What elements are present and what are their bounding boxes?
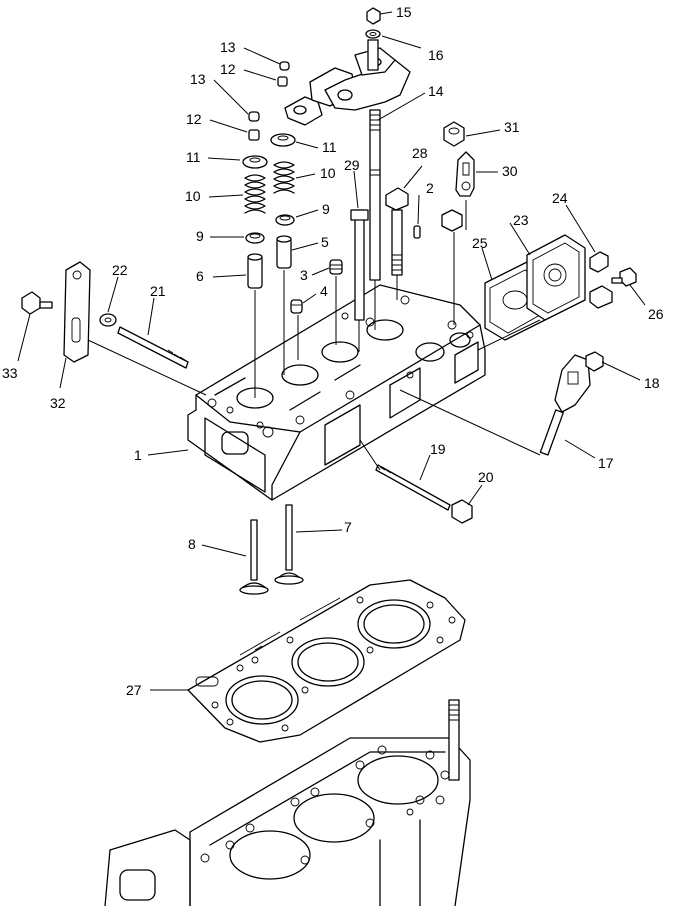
callout-1: 1: [134, 447, 142, 463]
exhaust-valve: [239, 519, 269, 595]
bolt-26: [611, 267, 637, 287]
callout-25: 25: [472, 235, 488, 251]
callout-3: 3: [300, 267, 308, 283]
bolt-19: [375, 464, 451, 511]
valve-stem-seal: [329, 259, 343, 275]
callout-23: 23: [513, 212, 529, 228]
callout-5: 5: [321, 234, 329, 250]
dowel-pin: [413, 225, 421, 239]
callout-21: 21: [150, 283, 166, 299]
spring-retainer-2: [270, 133, 296, 147]
outlet-cover: [526, 234, 586, 321]
nut-2b: [441, 209, 463, 232]
plate-26: [589, 285, 613, 309]
callout-28: 28: [412, 145, 428, 161]
callout-10-right: 10: [320, 165, 336, 181]
spring-retainer: [242, 155, 268, 169]
stud-29: [350, 209, 369, 321]
nozzle-holder: [539, 354, 591, 456]
part-callouts: 15 16 13 12 13 12 14 11 11 10 10 9 9 5 6…: [2, 4, 664, 698]
rocker-arm-assembly: [284, 39, 411, 126]
callout-19: 19: [430, 441, 446, 457]
callout-22: 22: [112, 262, 128, 278]
callout-9-left: 9: [196, 228, 204, 244]
bracket-32: [63, 261, 91, 363]
nut-18: [585, 351, 604, 372]
callout-20: 20: [478, 469, 494, 485]
callout-12-upper: 12: [220, 61, 236, 77]
valve-cotter: [248, 129, 260, 141]
cylinder-block: [104, 699, 471, 906]
callout-7: 7: [344, 519, 352, 535]
nut-20: [451, 499, 473, 524]
callout-17: 17: [598, 455, 614, 471]
valve-guide: [247, 253, 263, 289]
valve-cotter-2: [277, 76, 288, 87]
washer-16: [365, 29, 381, 39]
washer-22: [99, 313, 117, 327]
callout-6: 6: [196, 268, 204, 284]
head-gasket: [187, 579, 466, 743]
spring-seat-2: [275, 214, 295, 226]
spring-seat: [245, 232, 265, 244]
stud-14: [369, 109, 381, 281]
callout-33: 33: [2, 365, 18, 381]
callout-16: 16: [428, 47, 444, 63]
callout-31: 31: [504, 119, 520, 135]
valve-spring: [244, 174, 266, 214]
bolt-28: [385, 187, 409, 276]
assembly-lines: [87, 200, 541, 471]
callout-12-lower: 12: [186, 111, 202, 127]
valve-guide-2: [276, 235, 292, 269]
nut-31: [443, 121, 465, 147]
intake-valve: [274, 504, 304, 585]
callout-4: 4: [320, 283, 328, 299]
valve-spring-2: [273, 161, 295, 194]
callout-29: 29: [344, 157, 360, 173]
cylinder-head: [187, 284, 486, 501]
callout-15: 15: [396, 4, 412, 20]
long-bolt-21: [117, 326, 189, 369]
callout-2: 2: [426, 180, 434, 196]
callout-13-upper: 13: [220, 39, 236, 55]
plug-24: [589, 251, 609, 273]
valve-stem-seal-2: [290, 299, 303, 314]
callout-18: 18: [644, 375, 660, 391]
callout-11-left: 11: [186, 149, 201, 165]
nut-15: [366, 7, 381, 25]
leader-lines: [17, 11, 646, 691]
valve-cap: [248, 111, 260, 122]
callout-30: 30: [502, 163, 518, 179]
callout-10-left: 10: [185, 188, 201, 204]
valve-cap-2: [279, 61, 290, 71]
callout-24: 24: [552, 190, 568, 206]
callout-26: 26: [648, 306, 664, 322]
callout-9-right: 9: [322, 201, 330, 217]
callout-11-right: 11: [322, 139, 337, 155]
callout-8: 8: [188, 536, 196, 552]
callout-14: 14: [428, 83, 444, 99]
callout-32: 32: [50, 395, 66, 411]
bolt-33: [21, 291, 53, 315]
callout-27: 27: [126, 682, 142, 698]
callout-13-lower: 13: [190, 71, 206, 87]
lifting-bracket: [455, 151, 475, 197]
